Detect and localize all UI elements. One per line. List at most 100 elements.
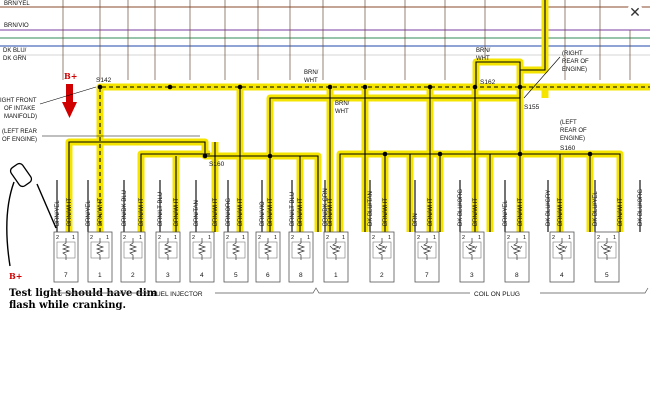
- top-wires: [0, 0, 650, 80]
- group-brackets: [51, 287, 649, 294]
- pin-label: 1: [433, 235, 436, 241]
- wire-label: BRN/WHT: [518, 198, 524, 226]
- pin-label: 2: [258, 235, 261, 241]
- splice-dots: [97, 84, 593, 159]
- splice-label-s160-left: S160: [209, 161, 225, 168]
- wire-label: BRN/WHT: [473, 198, 479, 226]
- pin-label: 1: [208, 235, 211, 241]
- coil-on-plug-number: 2: [380, 272, 384, 279]
- wire-label: BRN/WHT: [67, 198, 73, 226]
- harness-label-brn-wht-right: BRN/ WHT: [335, 101, 351, 115]
- wire-label: BRN/YEL: [503, 200, 509, 226]
- pin-label: 2: [226, 235, 229, 241]
- splice-label-s155: S155: [524, 104, 540, 111]
- wire-label: BRN/WHT: [298, 198, 304, 226]
- pin-label: 1: [242, 235, 245, 241]
- pin-label: 2: [507, 235, 510, 241]
- pin-label: 1: [106, 235, 109, 241]
- fuel-injector-number: 4: [200, 272, 204, 279]
- wire-label: BRN/ORG: [226, 198, 232, 226]
- wire-label: BRN/WHT: [238, 198, 244, 226]
- pin-label: 2: [158, 235, 161, 241]
- harness-label-brn-wht-mid: BRN/ WHT: [304, 70, 320, 84]
- pin-label: 2: [462, 235, 465, 241]
- wire-label: BRN/DK GRN: [323, 188, 329, 226]
- group-label-fuel-injector: FUEL INJECTOR: [152, 291, 203, 298]
- wire-label-brn-yel: BRN/YEL: [4, 1, 30, 7]
- coil-on-plug-connector: 2 1 7: [414, 231, 440, 283]
- wire-label-brn-vio: BRN/VIO: [4, 23, 29, 29]
- coil-on-plug-number: 4: [560, 272, 564, 279]
- pin-label: 2: [123, 235, 126, 241]
- coil-on-plug-number: 8: [515, 272, 519, 279]
- pin-label: 1: [307, 235, 310, 241]
- test-light-icon: [6, 162, 57, 267]
- pin-label: 1: [174, 235, 177, 241]
- fuel-injector-number: 8: [299, 272, 303, 279]
- wire-label: BRN/WHT: [98, 198, 104, 226]
- group-label-coil-on-plug: COIL ON PLUG: [474, 291, 520, 298]
- pin-label: 1: [342, 235, 345, 241]
- close-icon: ✕: [629, 5, 641, 21]
- wire-label: BRN/YEL: [55, 200, 61, 226]
- b-plus-top-label: B+: [64, 71, 77, 81]
- fuel-injector-connector: 2 1 6: [255, 231, 281, 283]
- fuel-injector-number: 3: [166, 272, 170, 279]
- fuel-injector-number: 1: [98, 272, 102, 279]
- b-plus-arrow: [62, 84, 77, 118]
- wire-label: BRN/LT BLU: [158, 192, 164, 226]
- fuel-injector-number: 7: [64, 272, 68, 279]
- fuel-injector-number: 2: [131, 272, 135, 279]
- instruction-caption: Test light should have dim flash while c…: [9, 288, 161, 311]
- wire-label: BRN/YEL: [86, 200, 92, 226]
- pin-label: 2: [417, 235, 420, 241]
- pin-label: 1: [388, 235, 391, 241]
- wire-labels: BRN/YEL BRN/WHT BRN/YEL BRN/WHT BRN/DK BLU BR…: [55, 188, 644, 226]
- wire-label: DK BLU/ORG: [458, 189, 464, 226]
- b-plus-bottom-label: B+: [9, 271, 22, 281]
- coil-on-plug-number: 7: [425, 272, 429, 279]
- note-right-front-intake: IGHT FRONT OF INTAKE MANIFOLD): [0, 98, 38, 120]
- wire-label: DK BLU/TAN: [368, 191, 374, 226]
- pin-label: 2: [552, 235, 555, 241]
- note-left-rear-engine-2: (LEFT REAR OF ENGINE): [560, 120, 588, 142]
- wire-label: BRN/WHT: [383, 198, 389, 226]
- fuel-injector-connector: 2 1 8: [288, 231, 314, 283]
- pin-label: 1: [568, 235, 571, 241]
- wire-label: BRN/DK BLU: [122, 190, 128, 226]
- note-left-rear-engine: (LEFT REAR OF ENGINE): [2, 129, 39, 143]
- coil-on-plug-connector: 2 1 4: [549, 231, 575, 283]
- wire-label: BRN/WHT: [139, 198, 145, 226]
- fuel-injector-connector: 2 1 5: [223, 231, 249, 283]
- wire-centerlines: [56, 0, 650, 232]
- highlighted-harness: [65, 0, 650, 232]
- wire-label: BRN/WHT: [558, 198, 564, 226]
- pin-label: 2: [597, 235, 600, 241]
- pin-label: 2: [56, 235, 59, 241]
- wire-label: BRN/WHT: [328, 198, 334, 226]
- coil-on-plug-number: 1: [334, 272, 338, 279]
- wire-label: DK BLU/ORG: [638, 189, 644, 226]
- wire-label: DK BLU/GRY: [546, 190, 552, 226]
- fuel-injector-number: 5: [234, 272, 238, 279]
- pin-label: 1: [274, 235, 277, 241]
- fuel-injector-number: 6: [266, 272, 270, 279]
- pin-label: 2: [291, 235, 294, 241]
- splice-label-s160-right: S160: [560, 145, 576, 152]
- wire-label: BRN/WHT: [618, 198, 624, 226]
- wire-label: BRN/LT BLU: [290, 192, 296, 226]
- splice-label-s142: S142: [96, 77, 112, 84]
- wire-label: BRN/VIO: [260, 201, 266, 226]
- close-button[interactable]: ✕: [626, 4, 644, 22]
